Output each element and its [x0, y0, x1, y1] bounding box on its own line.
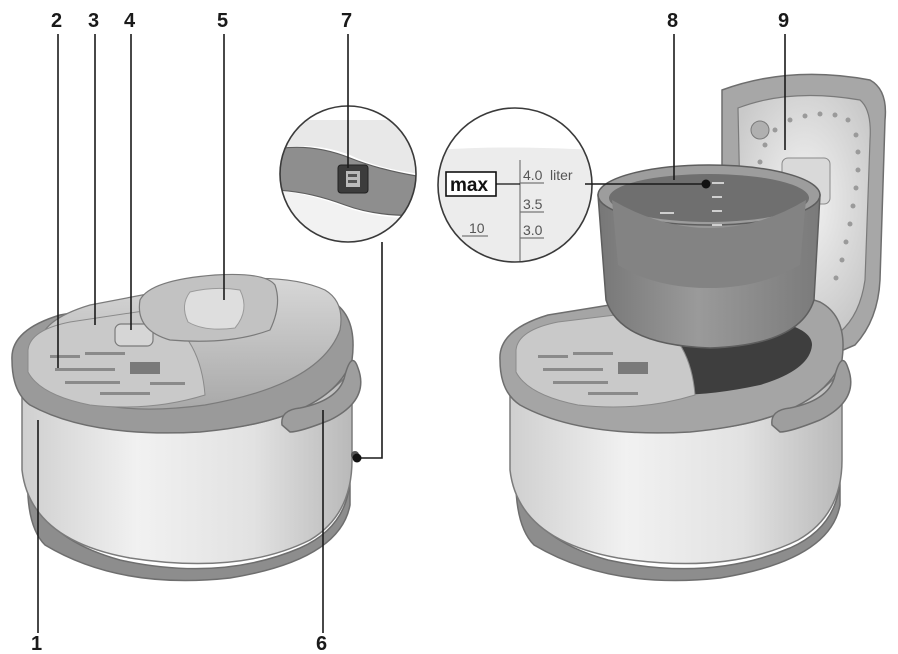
magnifier-water-scale: 4.0 liter 3.5 3.0 10 max — [437, 107, 593, 263]
cooker-open — [499, 73, 887, 582]
max-label: max — [450, 175, 488, 196]
scale-unit: liter — [550, 167, 573, 183]
inner-pot — [597, 164, 821, 349]
callout-1: 1 — [31, 633, 42, 654]
lid-release-button — [114, 323, 154, 347]
callout-5: 5 — [217, 10, 228, 32]
magnifier-connector — [279, 105, 417, 243]
callout-8: 8 — [667, 10, 678, 32]
max-label-box — [445, 171, 497, 197]
callout-2: 2 — [51, 10, 62, 32]
callout-9: 9 — [778, 10, 789, 32]
scale-mark-3-5: 3.5 — [523, 196, 543, 212]
open-carry-handle — [771, 359, 852, 433]
cooker-closed — [11, 273, 362, 582]
callout-numbers: 2 3 4 5 7 8 9 1 6 — [31, 10, 789, 654]
callout-7: 7 — [341, 10, 352, 32]
callout-4: 4 — [124, 10, 136, 32]
scale-mark-3-0: 3.0 — [523, 222, 543, 238]
scale-mark-4-0: 4.0 — [523, 167, 543, 183]
leader-lines — [37, 34, 786, 633]
panel-markings — [50, 352, 185, 395]
carry-handle — [281, 359, 362, 433]
open-panel-markings — [538, 352, 648, 395]
inner-lid-knob — [750, 120, 770, 140]
callout-3: 3 — [88, 10, 99, 32]
scale-cup-mark: 10 — [469, 220, 485, 236]
callout-6: 6 — [316, 633, 327, 654]
